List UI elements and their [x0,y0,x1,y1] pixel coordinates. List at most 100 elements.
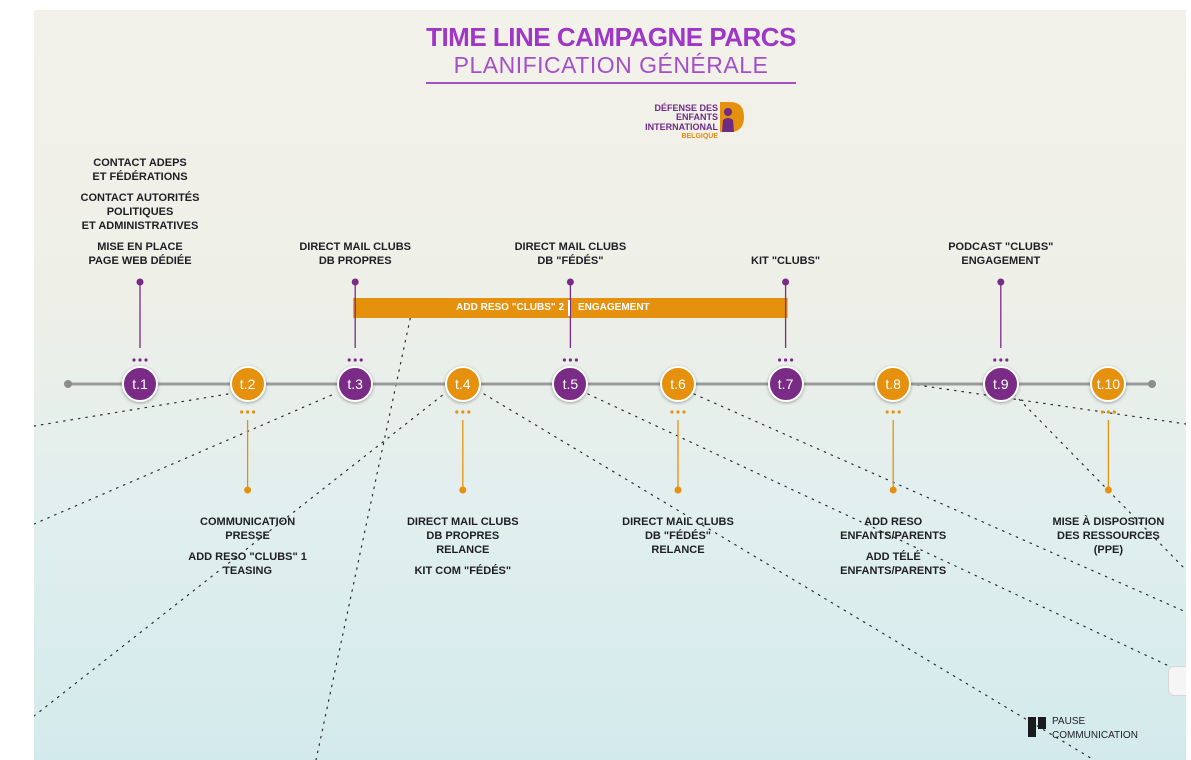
milestone-dots [897,410,901,414]
milestone-dots [455,410,459,414]
milestone-dots [359,358,363,362]
timeline-diagram [34,278,1186,760]
milestone-dots [252,410,256,414]
bottom-label-t-8: ADD RESO ENFANTS/PARENTS ADD TÉLÉ ENFANTS… [808,515,978,578]
bottom-label-line: COMMUNICATION PRESSE [200,516,296,542]
milestone-dots [1100,410,1104,414]
bottom-label-t-2: COMMUNICATION PRESSE ADD RESO "CLUBS" 1 T… [163,515,333,578]
milestone-t-6: t.6 [660,366,696,402]
top-label-t-9: PODCAST "CLUBS" ENGAGEMENT [916,240,1086,268]
bottom-connector-dot [459,486,467,494]
top-label-t-3: DIRECT MAIL CLUBS DB PROPRES [270,240,440,268]
pause-icon [1028,717,1048,737]
top-label-t-7: KIT "CLUBS" [701,254,871,268]
milestone-dots [240,410,244,414]
bottom-label-line: DIRECT MAIL CLUBS DB PROPRES RELANCE [406,516,519,556]
dotted-connector [693,393,1186,613]
milestone-dots [1005,358,1009,362]
milestone-dots [568,358,573,362]
top-label-line: KIT "CLUBS" [751,255,821,267]
milestone-dots [353,358,357,362]
pause-line-1: PAUSE [1052,716,1086,727]
dotted-connector [34,393,335,525]
side-scroll-handle[interactable] [1168,666,1186,696]
pause-legend-text: PAUSE COMMUNICATION [1052,715,1138,743]
timeline-poster: TIME LINE CAMPAGNE PARCS PLANIFICATION G… [34,10,1186,760]
top-connector-dot [136,278,144,286]
milestone-t-4: t.4 [444,366,481,402]
bottom-label-t-4: DIRECT MAIL CLUBS DB PROPRES RELANCE KIT … [378,515,548,578]
bottom-label-line: ADD RESO "CLUBS" 1 TEASING [188,551,307,577]
top-label-line: CONTACT AUTORITÉS POLITIQUES ET ADMINIST… [80,192,200,232]
milestone-dots [778,358,782,362]
bottom-label-line: DIRECT MAIL CLUBS DB "FÉDÉS" RELANCE [622,516,734,556]
dotted-connector [34,393,229,427]
top-label-line: CONTACT ADEPS ET FÉDÉRATIONS [92,157,188,183]
milestone-t-10: t.10 [1090,366,1127,402]
milestone-t-1: t.1 [122,366,158,402]
timeline-end-dot [1148,380,1156,388]
milestone-dots [246,410,250,414]
milestone-dots [562,358,567,362]
milestone-t-2: t.2 [229,366,266,402]
pause-line-2: COMMUNICATION [1052,730,1138,741]
milestone-dots [461,410,465,414]
milestone-t-9: t.9 [982,366,1019,402]
bar-label-part-2: ENGAGEMENT [578,302,650,313]
bottom-label-t-10: MISE À DISPOSITION DES RESSOURCES (PPE) [1023,515,1186,557]
milestone-dots [682,410,686,414]
bottom-connector-dot [674,486,682,494]
milestone-t-7: t.7 [767,366,804,402]
milestone-dots [138,358,142,362]
logo-line-1: DÉFENSE DES ENFANTS [654,103,718,122]
milestone-dots [467,410,471,414]
top-label-line: DIRECT MAIL CLUBS DB PROPRES [299,241,411,267]
top-label-line: MISE EN PLACE PAGE WEB DÉDIÉE [88,241,192,267]
milestone-t-5: t.5 [552,366,589,402]
logo-line-3: BELGIQUE [681,133,718,140]
dotted-connector [909,383,1186,425]
bottom-connector-dot [1104,486,1112,494]
top-connector-dot [351,278,359,286]
milestone-dots [574,358,579,362]
milestone-dots [144,358,148,362]
dotted-connector [34,393,445,717]
poster-title: TIME LINE CAMPAGNE PARCS [426,22,796,52]
top-label-t-5: DIRECT MAIL CLUBS DB "FÉDÉS" [485,240,655,268]
milestone-dots [347,358,351,362]
milestone-dots [676,410,680,414]
dotted-connector [587,393,1186,675]
milestone-dots [132,358,136,362]
bottom-label-line: ADD RESO ENFANTS/PARENTS [840,516,947,542]
logo-line-2: INTERNATIONAL [645,122,718,132]
top-label-t-1: CONTACT ADEPS ET FÉDÉRATIONS CONTACT AUTO… [55,156,225,268]
dei-logo: DÉFENSE DES ENFANTS INTERNATIONAL BELGIQ… [620,98,760,141]
dotted-connector [483,393,1095,760]
milestone-dots [1112,410,1116,414]
milestone-dots [1106,410,1110,414]
top-label-line: DIRECT MAIL CLUBS DB "FÉDÉS" [514,241,627,267]
milestone-dots [784,358,788,362]
milestone-dots [891,410,895,414]
bottom-label-line: KIT COM "FÉDÉS" [414,565,512,577]
engagement-bar-label: ADD RESO "CLUBS" 2 ENGAGEMENT [356,300,782,316]
bottom-label-line: MISE À DISPOSITION DES RESSOURCES (PPE) [1052,516,1165,556]
milestone-dots [993,358,997,362]
milestone-dots [999,358,1003,362]
bottom-connector-dot [244,486,252,494]
logo-text: DÉFENSE DES ENFANTS INTERNATIONAL BELGIQ… [620,103,718,141]
title-divider [426,82,796,84]
top-label-line: PODCAST "CLUBS" ENGAGEMENT [948,241,1054,267]
bar-label-part-1: ADD RESO "CLUBS" 2 [456,302,564,313]
milestone-dots [670,410,674,414]
bar-separator [568,300,570,316]
timeline-start-dot [64,380,72,388]
dei-logo-icon [720,102,744,132]
bottom-label-t-6: DIRECT MAIL CLUBS DB "FÉDÉS" RELANCE [593,515,763,557]
milestone-t-3: t.3 [337,366,374,402]
bottom-label-line: ADD TÉLÉ ENFANTS/PARENTS [840,551,947,577]
bottom-connector-dot [889,486,897,494]
milestone-dots [885,410,889,414]
milestone-t-8: t.8 [875,366,912,402]
poster-subtitle: PLANIFICATION GÉNÉRALE [453,52,769,78]
